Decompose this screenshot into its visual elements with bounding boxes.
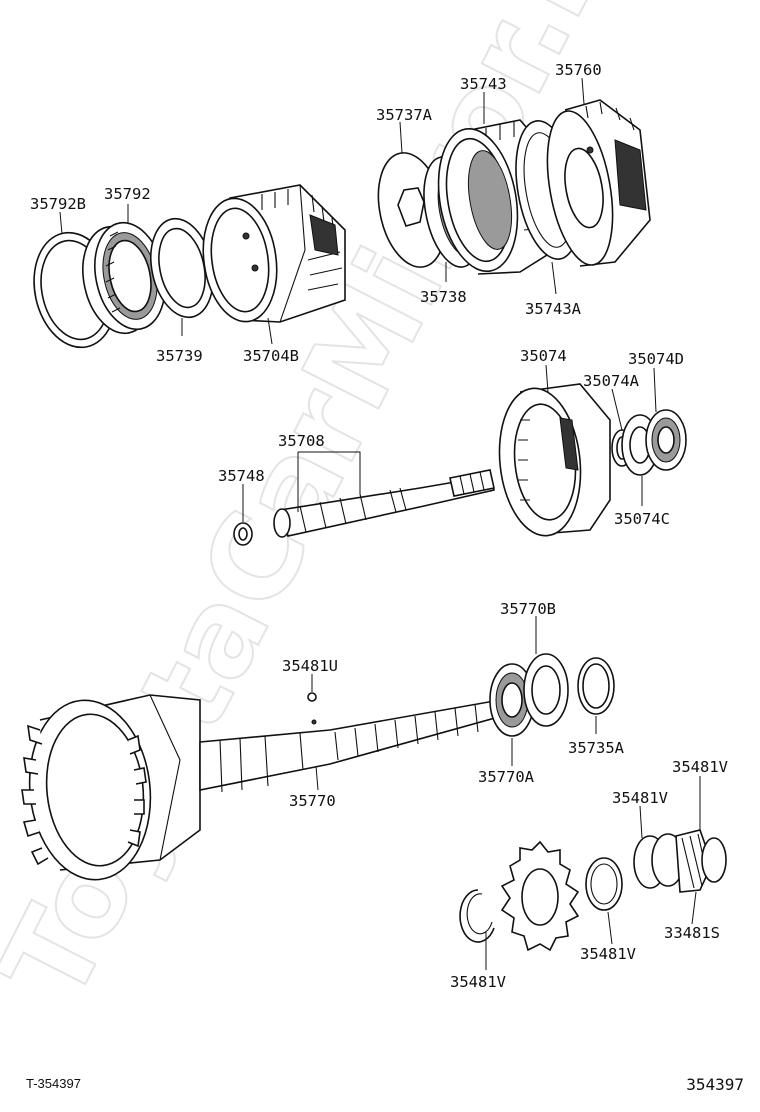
label-35074D: 35074D (628, 350, 684, 368)
part-35704B-clutch-drum (202, 184, 346, 323)
label-35739: 35739 (156, 347, 203, 365)
label-35481V-c: 35481V (580, 945, 636, 963)
label-35481V-d: 35481V (450, 973, 506, 991)
label-35708: 35708 (278, 432, 325, 450)
part-35792-thrust-bearing (82, 221, 166, 335)
label-35735A: 35735A (568, 739, 625, 757)
label-35738: 35738 (420, 288, 467, 306)
part-35760-hub (546, 99, 651, 267)
label-33481S: 33481S (664, 924, 720, 942)
part-35739-race (150, 217, 214, 319)
label-35481V-b: 35481V (612, 789, 668, 807)
label-35770B: 35770B (500, 600, 556, 618)
label-35481U: 35481U (282, 657, 338, 675)
label-35760: 35760 (555, 61, 602, 79)
label-35748: 35748 (218, 467, 265, 485)
label-35792: 35792 (104, 185, 151, 203)
part-35481V-snap-ring-mid (585, 857, 623, 911)
leader-lines (59, 77, 701, 970)
label-35737A: 35737A (376, 106, 433, 124)
part-35770-drum-shaft (21, 692, 503, 881)
part-35481V-snap-ring-left (459, 889, 495, 943)
part-sprocket-gear (500, 840, 580, 952)
label-35792B: 35792B (30, 195, 86, 213)
label-35704B: 35704B (243, 347, 299, 365)
label-35743A: 35743A (525, 300, 582, 318)
label-35074A: 35074A (583, 372, 640, 390)
label-35481V-a: 35481V (672, 758, 728, 776)
footer-right-code: 354397 (686, 1075, 744, 1094)
part-35708-shaft (273, 469, 496, 538)
part-35735A-snap-ring (577, 657, 615, 715)
label-35074C: 35074C (614, 510, 670, 528)
label-35743: 35743 (460, 75, 507, 93)
part-35074D-bearing (645, 409, 687, 471)
part-35074-ring-gear (498, 383, 611, 537)
label-35074: 35074 (520, 347, 567, 365)
label-35770A: 35770A (478, 768, 535, 786)
part-33481S-gear-assy (633, 829, 727, 893)
label-35770: 35770 (289, 792, 336, 810)
part-35770A-bearing (489, 663, 535, 737)
part-labels: 35792B 35792 35739 35704B 35737A 35743 3… (30, 61, 728, 991)
part-35748-washer (233, 522, 253, 546)
footer-left-code: T-354397 (26, 1076, 81, 1091)
part-35770B-race (523, 653, 569, 727)
